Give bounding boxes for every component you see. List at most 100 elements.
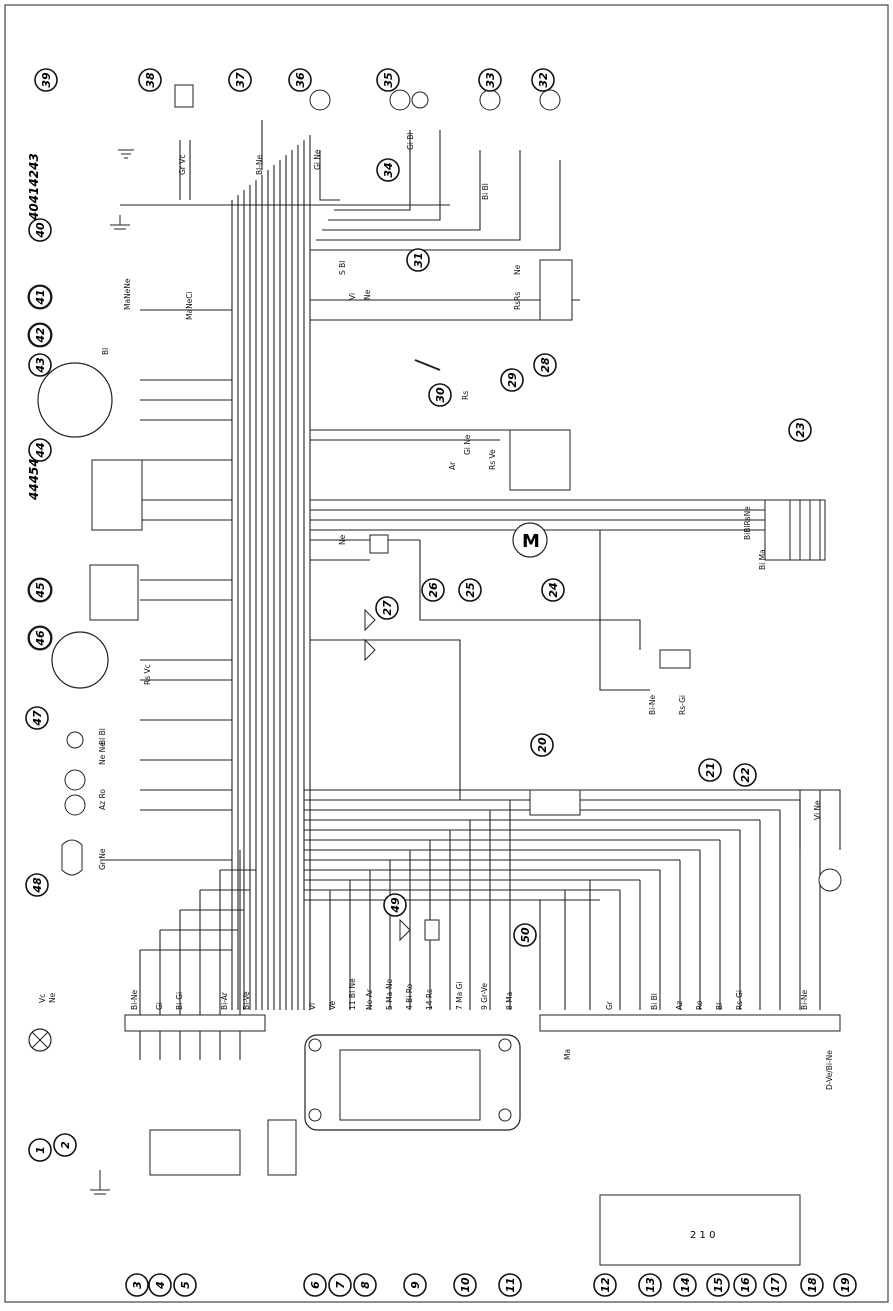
wire-label: Vc: [38, 994, 47, 1003]
left-components: [27, 215, 143, 876]
callout-number: 37: [234, 72, 247, 88]
wire-label: Bi Bl: [481, 183, 490, 200]
wire-label: 7 Ma Gi: [455, 981, 464, 1010]
callout-24: 24: [541, 578, 565, 602]
callout-39: 39: [34, 68, 58, 92]
callout-circle: [383, 893, 407, 917]
callout-circle: [833, 1273, 857, 1297]
callout-number: 49: [389, 897, 402, 914]
callout-number: 41: [34, 289, 47, 305]
callout-number: 38: [144, 72, 157, 88]
callout-number: 27: [381, 600, 394, 616]
callout-37: 37: [228, 68, 252, 92]
callout-30: 30: [428, 383, 452, 407]
wire-label: Az: [675, 1001, 684, 1010]
switch-position-label: 2 1 0: [690, 1230, 715, 1241]
callout-circle: [34, 68, 58, 92]
lamp-36-icon: [309, 89, 331, 111]
wire-label: 4 Bi Ro: [405, 983, 414, 1010]
callout-circle: [403, 1273, 427, 1297]
panel-lamp-icon: [498, 1038, 512, 1052]
callout-number: 44: [34, 442, 47, 458]
callout-number: 25: [464, 582, 477, 598]
callout-48: 48: [25, 873, 49, 897]
callout-number: 34: [382, 162, 395, 177]
wire-label: 9 Gr-Ve: [480, 983, 489, 1010]
panel-lamp-icon: [498, 1108, 512, 1122]
relay-29-box: [509, 429, 571, 491]
callout-43: 43: [28, 353, 52, 377]
wire-label: Ve: [328, 1000, 337, 1010]
wire-label: BiBlRsNe: [743, 506, 752, 540]
callout-number: 50: [519, 927, 532, 943]
callout-circle: [498, 1273, 522, 1297]
callout-circle: [733, 1273, 757, 1297]
callout-38: 38: [138, 68, 162, 92]
diode-49-icon: [399, 918, 411, 942]
wire-label: Bl: [715, 1003, 724, 1010]
callout-number: 47: [31, 710, 44, 727]
callout-circle: [698, 758, 722, 782]
switch-38-body: [174, 84, 194, 108]
callout-number: 2: [59, 1141, 72, 1149]
callout-46: 46: [28, 626, 52, 650]
callout-circle: [28, 285, 52, 309]
callout-circle: [453, 1273, 477, 1297]
lamp-35b-icon: [411, 91, 429, 109]
callout-circle: [28, 1138, 52, 1162]
callout-circle: [800, 1273, 824, 1297]
wire-label: Bi Ma: [758, 549, 767, 570]
callout-7: 7: [328, 1273, 352, 1297]
callout-circle: [428, 383, 452, 407]
callout-42: 42: [28, 323, 52, 347]
callout-number: 40: [34, 222, 47, 239]
callout-20: 20: [530, 733, 554, 757]
callout-13: 13: [638, 1273, 662, 1297]
lamp-1-cross: [31, 1031, 49, 1049]
wire-label: Gr: [605, 1000, 614, 1010]
page-border: [4, 4, 889, 1303]
callout-50: 50: [513, 923, 537, 947]
callout-47: 47: [25, 706, 49, 730]
callout-number: 20: [536, 737, 549, 753]
callout-number: 22: [739, 767, 752, 783]
callout-12: 12: [593, 1273, 617, 1297]
callout-number: 15: [712, 1277, 725, 1293]
wire-label: 14 Rs: [425, 989, 434, 1010]
instrument-display: [339, 1049, 481, 1121]
relay-box: [89, 564, 139, 621]
callout-49: 49: [383, 893, 407, 917]
callout-circle: [28, 578, 52, 602]
wire-label: Vi: [348, 293, 357, 300]
callout-circle: [28, 323, 52, 347]
wire-label: Bi Bl: [650, 993, 659, 1010]
lamp-47c-icon: [64, 794, 86, 816]
callout-circle: [303, 1273, 327, 1297]
callout-22: 22: [733, 763, 757, 787]
callout-number: 42: [34, 327, 47, 344]
lamp-32-icon: [539, 89, 561, 111]
wire-label: Rs Ve: [488, 449, 497, 470]
callout-18: 18: [800, 1273, 824, 1297]
callout-14: 14: [673, 1273, 697, 1297]
callout-1: 1: [28, 1138, 52, 1162]
callout-15: 15: [706, 1273, 730, 1297]
wire-label: 5 Ma-Ne: [385, 978, 394, 1010]
lamp-22-icon: [818, 868, 842, 892]
callout-number: 10: [459, 1277, 472, 1293]
callout-number: 16: [739, 1277, 752, 1293]
callout-circle: [733, 763, 757, 787]
callout-number: 26: [427, 582, 440, 598]
callout-number: 45: [34, 582, 47, 599]
wire-label: Ne: [338, 534, 347, 545]
ground-icon: [90, 1170, 110, 1195]
callout-16: 16: [733, 1273, 757, 1297]
wire-label: Rs: [461, 391, 470, 400]
wire-label: RsRs: [513, 292, 522, 310]
fuse-30-icon: [414, 359, 441, 371]
callout-31: 31: [406, 248, 430, 272]
callout-circle: [328, 1273, 352, 1297]
wire-label: Bi-Ve: [242, 991, 251, 1010]
callout-2: 2: [53, 1133, 77, 1157]
callout-32: 32: [531, 68, 555, 92]
